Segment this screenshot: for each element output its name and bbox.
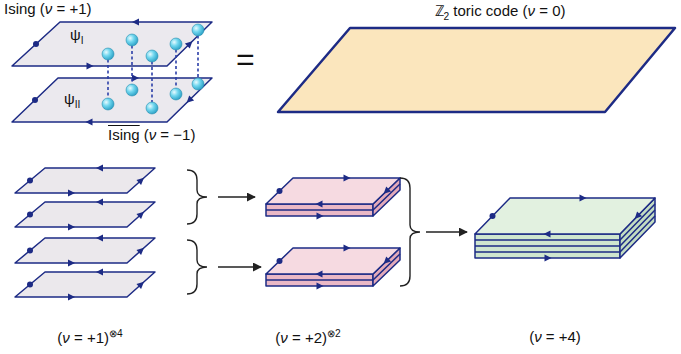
edge-mode-arrow (317, 213, 324, 220)
layer-shape (5, 160, 215, 352)
text-holder: (ν = −1) (144, 126, 196, 144)
layer-title: (ν = −1) (144, 126, 196, 143)
edge-dot (27, 212, 33, 218)
toric-code-layer: ℤ2 toric code (ν = 0) (270, 0, 678, 118)
stack-caption: (ν = +4) (529, 328, 581, 345)
layer-plane (12, 22, 212, 66)
curly-bracket (400, 178, 420, 286)
edge-mode-arrow (96, 235, 103, 242)
edge-mode-arrow (96, 165, 103, 172)
layer-plane (278, 28, 675, 112)
ising-layer: Ising (ν = +1) ψI (0, 0, 215, 70)
text-holder: ℤ2 toric code (ν = 0) (435, 2, 566, 23)
layer-title: Ising (ν = +1) (4, 0, 92, 17)
layer-title: ℤ2 toric code (ν = 0) (435, 2, 566, 19)
edge-mode-arrow (96, 269, 103, 276)
stack-caption: (ν = +2)⊗2 (275, 329, 340, 346)
edge-mode-arrow (184, 95, 194, 105)
text-holder: (ν = +4) (529, 328, 581, 346)
edge-mode-arrow (317, 283, 324, 290)
edge-mode-arrow (96, 199, 103, 206)
edge-mode-arrow (381, 256, 391, 266)
layer-plane (15, 272, 155, 297)
layer-plane (266, 178, 400, 204)
majorana-sphere (146, 50, 158, 62)
layer-shape (470, 160, 660, 352)
edge-mode-arrow (544, 231, 551, 238)
text-holder: = (236, 40, 255, 78)
pairing-line (197, 30, 199, 84)
edge-dot (277, 188, 283, 194)
ising-stack: (ν = +1)⊗4 (5, 160, 215, 352)
flow-arrow (426, 231, 467, 233)
curly-bracket (187, 170, 207, 224)
edge-mode-arrow (132, 19, 139, 26)
majorana-sphere (126, 84, 138, 96)
layer-plane (266, 248, 400, 274)
edge-mode-arrow (545, 255, 552, 262)
text-holder: Ising (108, 126, 140, 144)
layer-title: Ising (108, 126, 140, 143)
edge-mode-arrow (136, 279, 146, 289)
stack-caption: (ν = +1)⊗4 (57, 329, 122, 346)
edge-dot (27, 178, 33, 184)
edge-dot (27, 282, 33, 288)
flow-arrow (218, 196, 255, 198)
majorana-sphere (192, 78, 204, 90)
edge-dot (32, 97, 38, 103)
edge-mode-arrow (344, 245, 351, 252)
edge-dot (490, 213, 496, 219)
double-layer-stack: (ν = +2)⊗2 (258, 160, 423, 352)
majorana-sphere (170, 38, 182, 50)
edge-mode-arrow (185, 39, 195, 49)
text-holder: Ising (ν = +1) (4, 0, 92, 18)
text-holder: ψI (70, 26, 84, 47)
layer-plane (475, 198, 655, 234)
edge-mode-arrow (136, 245, 146, 255)
edge-mode-arrow (87, 63, 94, 70)
majorana-sphere (102, 98, 114, 110)
curly-bracket (187, 240, 207, 294)
edge-dot (277, 258, 283, 264)
quad-layer-stack: (ν = +4) (470, 160, 660, 352)
edge-mode-arrow (68, 260, 75, 267)
text-holder: (ν = +2)⊗2 (275, 328, 340, 347)
layer-plane (15, 168, 155, 193)
anti-ising-layer: ψII Ising(ν = −1) (0, 72, 215, 146)
flow-arrow (218, 266, 261, 268)
edge-dot (27, 248, 33, 254)
edge-mode-arrow (86, 119, 93, 126)
edge-mode-arrow (381, 186, 391, 196)
edge-mode-arrow (68, 224, 75, 231)
edge-dot (33, 41, 39, 47)
edge-mode-arrow (68, 294, 75, 301)
text-holder: ψII (64, 90, 80, 111)
majorana-sphere (102, 48, 114, 60)
edge-mode-arrow (316, 271, 323, 278)
layer-plane (12, 78, 212, 122)
majorana-sphere (126, 34, 138, 46)
edge-mode-arrow (580, 195, 587, 202)
layer-shape (258, 160, 423, 352)
majorana-label: ψI (70, 26, 84, 43)
layer-plane (15, 238, 155, 263)
majorana-sphere (146, 102, 158, 114)
edge-mode-arrow (68, 190, 75, 197)
edge-mode-arrow (136, 175, 146, 185)
edge-mode-arrow (632, 211, 642, 221)
majorana-sphere (192, 24, 204, 36)
text-holder: (ν = +1)⊗4 (57, 328, 122, 347)
edge-mode-arrow (136, 209, 146, 219)
majorana-sphere (170, 88, 182, 100)
majorana-label: ψII (64, 90, 80, 107)
edge-mode-arrow (344, 175, 351, 182)
layer-plane (15, 202, 155, 227)
equals-sign: = (236, 41, 255, 77)
edge-mode-arrow (316, 201, 323, 208)
edge-mode-arrow (132, 75, 139, 82)
